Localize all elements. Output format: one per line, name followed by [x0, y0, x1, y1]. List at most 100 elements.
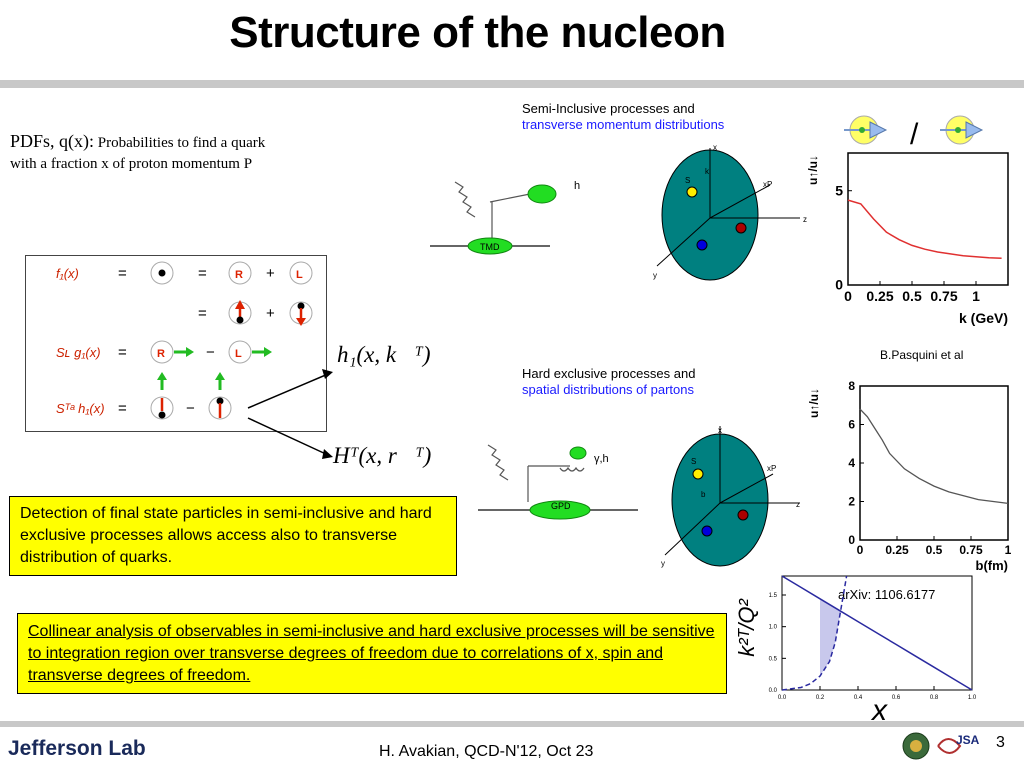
- pdf-description: PDFs, q(x): Probabilities to find a quar…: [10, 131, 370, 175]
- green-arrowhead-up: [157, 372, 167, 380]
- series-line: [847, 199, 1002, 259]
- quark-dot: [158, 411, 166, 419]
- y-tick-label: 5: [835, 182, 843, 198]
- pdf-spin-diagram: = = R + L = + = R − L = − f₁(x) Sʟ g₁(x)…: [56, 261, 313, 420]
- jsa-text: JSA: [956, 733, 980, 747]
- y-tick-label: 0.0: [769, 688, 778, 694]
- row1-op: +: [266, 265, 275, 282]
- spin-proton-icons: /: [844, 115, 984, 150]
- x-tick-label: 0.8: [930, 695, 939, 701]
- row3-op: −: [206, 344, 215, 361]
- circle-r-green: [150, 340, 174, 364]
- x-tick-label: 0.75: [930, 288, 957, 304]
- axis-y-label: y: [653, 271, 657, 280]
- kt-label: k: [705, 167, 710, 176]
- row3-b2: L: [235, 348, 242, 360]
- momentum-arrowhead: [965, 121, 984, 139]
- plot-frame: [781, 575, 973, 691]
- axis-y-label: y: [661, 559, 665, 568]
- yellow-quark: [686, 186, 698, 198]
- ratio-slash: /: [910, 118, 919, 150]
- gpd-label: GPD: [551, 501, 571, 511]
- tmd-blob: [467, 237, 513, 255]
- quark-dot: [216, 397, 224, 405]
- green-arrowhead: [186, 347, 194, 357]
- connector-arrows: [247, 369, 333, 459]
- y-axis-label: k²ᵀ/Q²: [734, 599, 759, 657]
- hard-caption: Hard exclusive processes and spatial dis…: [522, 366, 695, 398]
- green-arrowhead-up: [215, 372, 225, 380]
- xP-label: xP: [767, 464, 776, 473]
- sidis-line-2: transverse momentum distributions: [522, 117, 725, 132]
- arrowhead-down: [296, 318, 306, 326]
- green-arrowhead: [264, 347, 272, 357]
- axis-xP: [719, 473, 774, 504]
- axis-x-label: x: [718, 426, 722, 435]
- page-number: 3: [996, 734, 1005, 751]
- arxiv-ref: arXiv: 1106.6177: [838, 587, 936, 602]
- hadron-blob: [527, 184, 557, 204]
- x-axis-label: k (GeV): [959, 310, 1008, 326]
- xP-label: xP: [763, 180, 772, 189]
- jlab-logo-text: Jefferson Lab: [8, 737, 146, 760]
- axis-z-label: z: [803, 215, 807, 224]
- quark-dot: [297, 302, 305, 310]
- y-tick-label: 2: [848, 495, 855, 509]
- bt-label: b: [701, 490, 706, 499]
- x-tick-label: 0.0: [778, 695, 787, 701]
- x-tick-label: 0.2: [816, 695, 825, 701]
- y-tick-label: 6: [848, 418, 855, 432]
- y-tick-label: 1.0: [769, 625, 778, 631]
- yellow-quark: [692, 468, 704, 480]
- x-tick-label: 0.6: [892, 695, 901, 701]
- y-tick-label: 1.5: [769, 593, 778, 599]
- pdf-line-1: Probabilities to find a quark: [97, 135, 266, 151]
- hadron-label: h: [574, 180, 580, 192]
- momentum-arrowhead: [869, 121, 888, 139]
- row1-b1: R: [235, 269, 243, 281]
- photon-line: [454, 181, 476, 218]
- hard-line-2: spatial distributions of partons: [522, 382, 694, 397]
- x-tick-label: 0.25: [885, 543, 909, 557]
- x-tick-label: 0.4: [854, 695, 863, 701]
- doe-seal-center: [910, 740, 922, 752]
- dvcs-diagram: GPD γ,h: [478, 444, 638, 520]
- row1-rhs: =: [198, 265, 207, 282]
- spin-label: S: [685, 176, 690, 185]
- circle-r: [228, 261, 252, 285]
- jsa-swoosh-icon: [937, 738, 962, 754]
- gpd-proton: x z y xP S b: [661, 426, 800, 568]
- x-tick-label: 0: [857, 543, 864, 557]
- x-axis-label: b(fm): [976, 558, 1009, 573]
- sidis-caption: Semi-Inclusive processes and transverse …: [522, 101, 724, 133]
- gamma-h-label: γ,h: [594, 453, 609, 465]
- x-tick-label: 0: [844, 288, 852, 304]
- jlab-logo: Jefferson Lab: [8, 737, 146, 761]
- circle-l: [289, 261, 313, 285]
- footer-text: H. Avakian, QCD-N'12, Oct 23: [379, 743, 594, 760]
- x-tick-label: 1: [972, 288, 980, 304]
- y-tick-label: 0: [848, 533, 855, 547]
- formula-h1: h₁(x, k⃗ᵀ): [337, 342, 431, 367]
- quark-dot: [955, 127, 961, 133]
- gpd-blob: [529, 500, 591, 520]
- x-tick-label: 0.5: [902, 288, 922, 304]
- slide-title: Structure of the nucleon: [229, 8, 726, 57]
- row1-eq: =: [118, 265, 127, 282]
- x-tick-label: 0.75: [959, 543, 983, 557]
- row4-op: −: [186, 400, 195, 417]
- row1-b2: L: [296, 269, 303, 281]
- row4-label: Sᵀᵃ h₁(x): [56, 401, 105, 416]
- quark-dot: [158, 269, 166, 277]
- row4-eq: =: [118, 400, 127, 417]
- tmd-label: TMD: [480, 242, 500, 252]
- sidis-diagram: TMD h: [430, 180, 580, 255]
- quark-dot: [859, 127, 865, 133]
- pasquini-ref: B.Pasquini et al: [880, 348, 964, 362]
- y-tick-label: 4: [848, 456, 855, 470]
- hard-line-1: Hard exclusive processes and: [522, 366, 696, 381]
- arrow-to-HT: [247, 417, 329, 456]
- x-axis-label: x: [870, 694, 888, 725]
